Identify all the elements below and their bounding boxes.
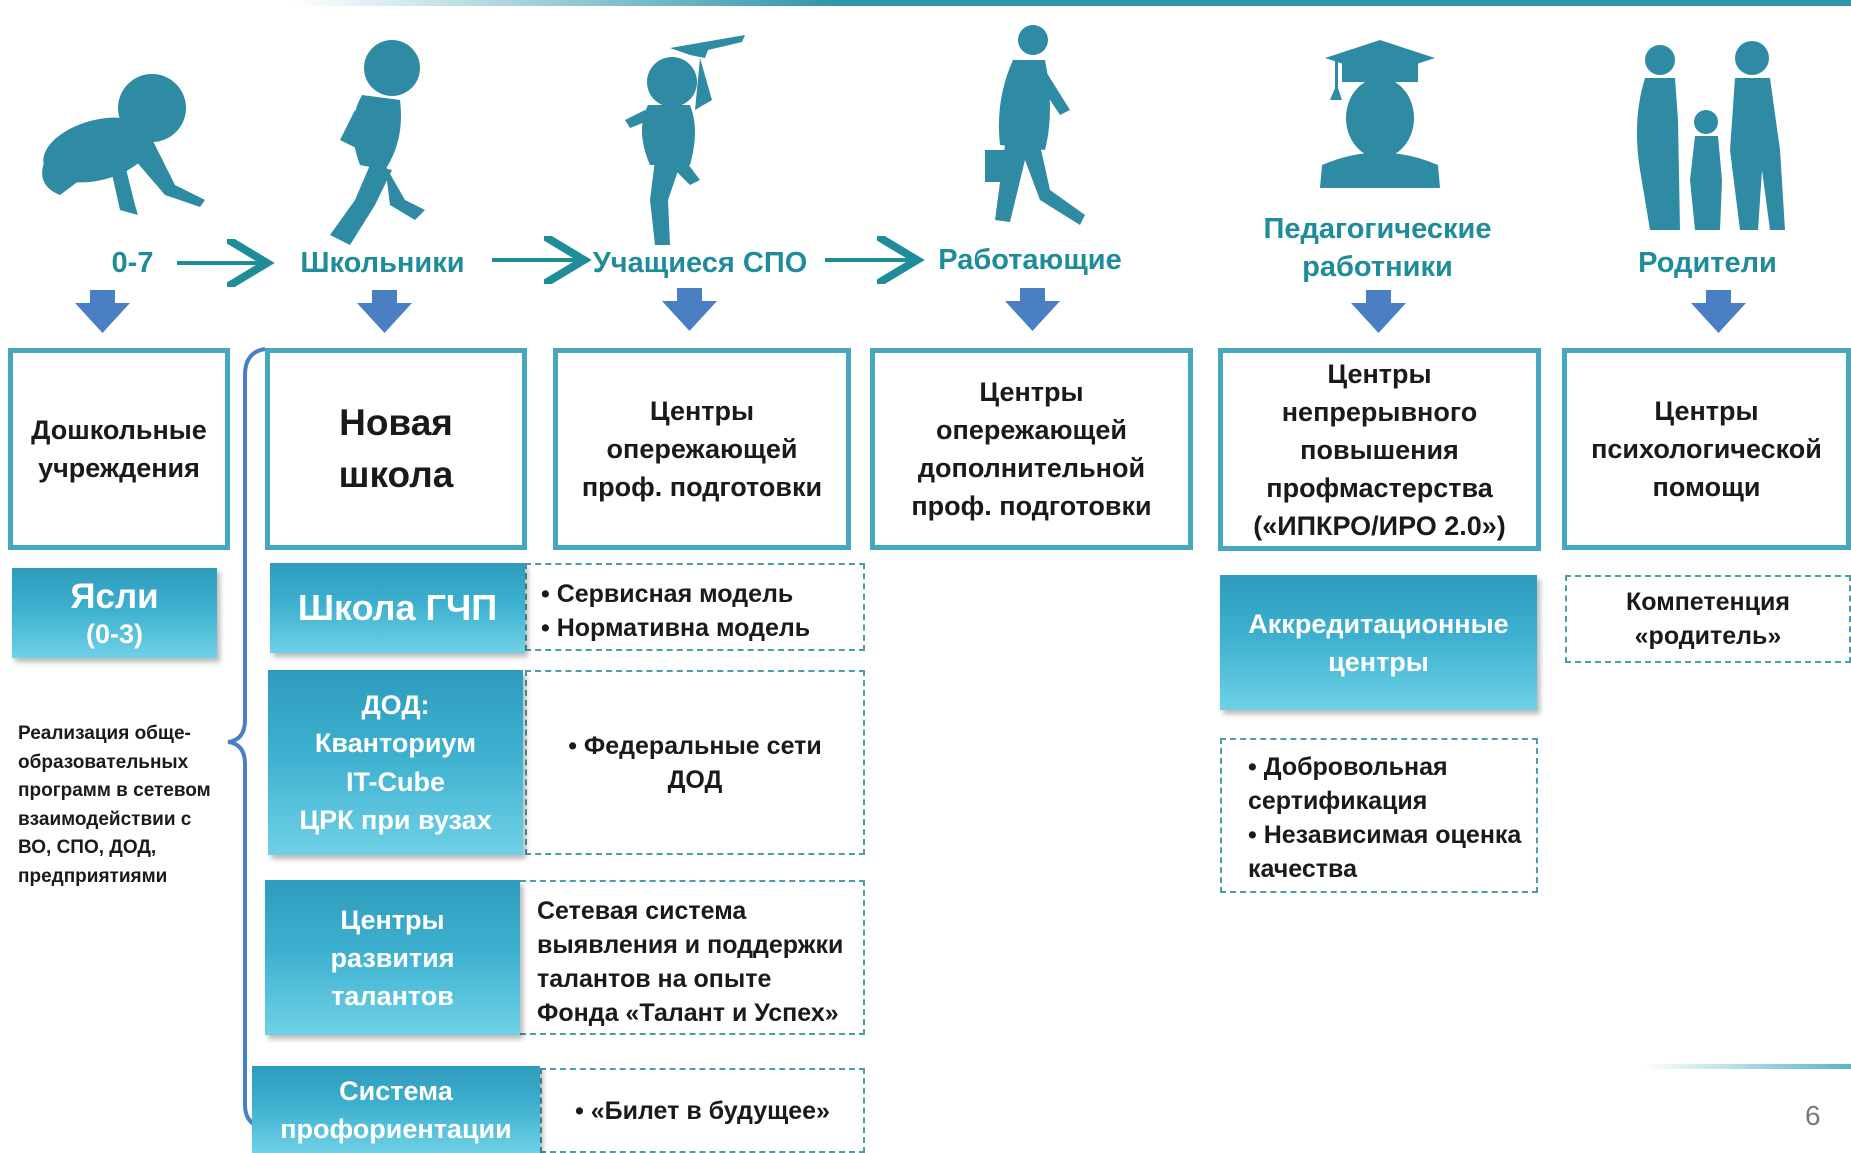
accreditation-centers-box: Аккредитационные центры bbox=[1220, 575, 1537, 710]
category-advanced-vocational: Центры опережающей проф. подготовки bbox=[553, 348, 851, 550]
category-preschool: Дошкольные учреждения bbox=[8, 348, 230, 550]
label-schoolchildren: Школьники bbox=[300, 247, 465, 279]
top-accent-line bbox=[290, 0, 1851, 6]
parent-competence-box: Компетенция «родитель» bbox=[1565, 575, 1851, 663]
bullet-item: «Билет в будущее» bbox=[575, 1094, 830, 1128]
school-gchp-details: Сервисная модель Нормативна модель bbox=[525, 563, 865, 651]
bullet-item: Нормативна модель bbox=[541, 611, 863, 645]
down-arrow-2 bbox=[357, 290, 412, 333]
down-arrow-4 bbox=[1005, 288, 1060, 331]
label-age-0-7: 0-7 bbox=[111, 247, 154, 279]
walking-man-briefcase-icon bbox=[985, 25, 1085, 225]
dod-box: ДОД: Кванториум IT-Cube ЦРК при вузах bbox=[268, 670, 523, 855]
category-psychological-help: Центры психологической помощи bbox=[1562, 348, 1851, 550]
school-bracket bbox=[227, 347, 266, 1130]
graduate-cap-icon bbox=[1320, 40, 1440, 188]
network-programs-note: Реализация обще- образовательных програм… bbox=[18, 723, 211, 887]
category-new-school: Новая школа bbox=[265, 348, 527, 550]
talents-details: Сетевая система выявления и поддержки та… bbox=[510, 880, 865, 1035]
child-with-plane-icon bbox=[625, 35, 745, 245]
bullet-item: Независимая оценка качества bbox=[1248, 818, 1536, 886]
label-parents: Родители bbox=[1638, 247, 1777, 279]
down-arrow-3 bbox=[662, 288, 717, 331]
nursery-title: Ясли bbox=[70, 577, 159, 616]
page-number: 6 bbox=[1805, 1100, 1821, 1131]
school-gchp-box: Школа ГЧП bbox=[270, 563, 525, 653]
family-icon bbox=[1636, 41, 1785, 230]
down-arrow-5 bbox=[1351, 290, 1406, 333]
crawling-baby-icon bbox=[42, 74, 205, 215]
label-teachers: Педагогические работники bbox=[1263, 213, 1492, 283]
down-arrow-6 bbox=[1691, 290, 1746, 333]
label-spo-students: Учащиеся СПО bbox=[592, 247, 808, 279]
category-continuous-qualification: Центры непрерывного повышения профмастер… bbox=[1218, 348, 1541, 551]
down-arrow-1 bbox=[75, 290, 130, 333]
running-child-icon bbox=[330, 40, 425, 245]
talents-centers-box: Центры развития талантов bbox=[265, 880, 520, 1035]
dod-details: Федеральные сети ДОД bbox=[525, 670, 865, 855]
teachers-details: Добровольная сертификация Независимая оц… bbox=[1220, 738, 1538, 893]
bullet-item: Сервисная модель bbox=[541, 577, 863, 611]
nursery-box: Ясли (0-3) bbox=[12, 568, 217, 658]
career-guidance-box: Система профориентации bbox=[252, 1066, 540, 1153]
category-additional-vocational: Центры опережающей дополнительной проф. … bbox=[870, 348, 1193, 550]
nursery-age: (0-3) bbox=[85, 619, 143, 649]
bullet-item: Добровольная сертификация bbox=[1248, 750, 1536, 818]
career-guidance-details: «Билет в будущее» bbox=[540, 1068, 865, 1153]
bottom-accent-line bbox=[1640, 1064, 1851, 1069]
bullet-item: Федеральные сети ДОД bbox=[568, 729, 822, 797]
label-workers: Работающие bbox=[938, 244, 1122, 276]
